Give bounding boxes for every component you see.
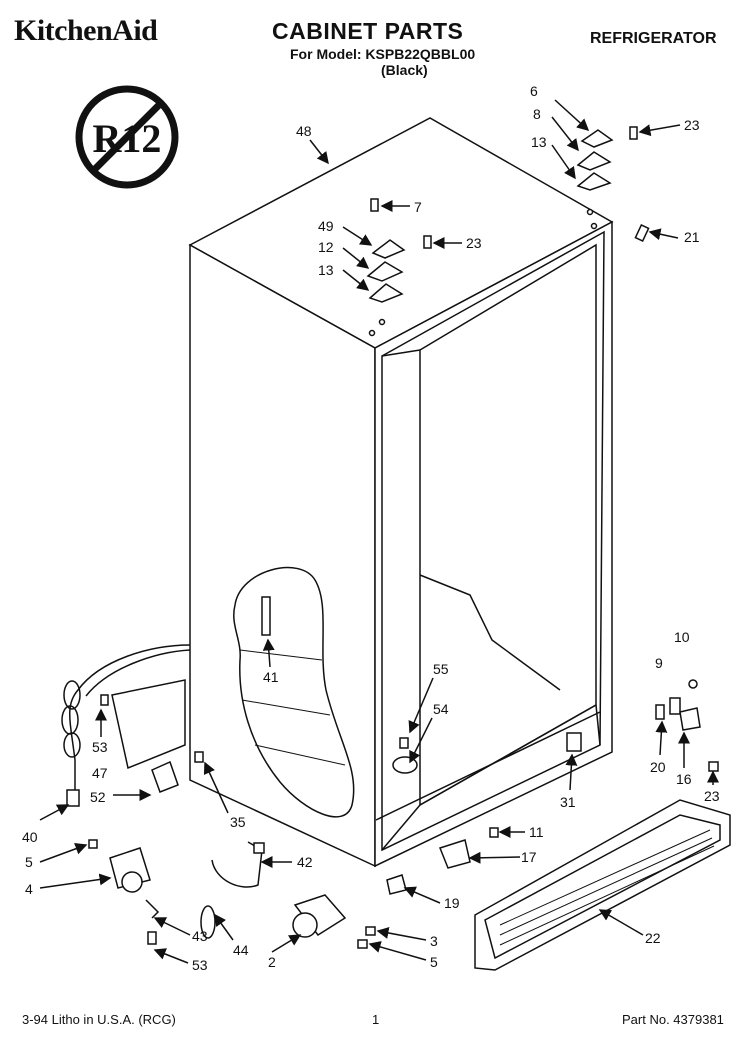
callout-16: 16 (676, 771, 692, 787)
callout-23-center: 23 (466, 235, 482, 251)
callout-47: 47 (92, 765, 108, 781)
page-title: CABINET PARTS (272, 18, 464, 44)
callout-42: 42 (297, 854, 313, 870)
callout-19: 19 (444, 895, 460, 911)
hinge-right (576, 126, 650, 243)
callout-12: 12 (318, 239, 334, 255)
footer-part-number: Part No. 4379381 (622, 1012, 724, 1027)
base-grille (474, 799, 731, 971)
callout-23-right: 23 (684, 117, 700, 133)
part-41-latch (261, 596, 271, 636)
callout-48: 48 (296, 123, 312, 139)
callout-54: 54 (433, 701, 449, 717)
callout-4: 4 (25, 881, 33, 897)
callout-22: 22 (645, 930, 661, 946)
model-line: For Model: KSPB22QBBL00 (290, 46, 476, 62)
callout-40: 40 (22, 829, 38, 845)
hinge-center (366, 198, 432, 337)
cabinet-body (188, 117, 614, 868)
callout-7: 7 (414, 199, 422, 215)
callout-10: 10 (674, 629, 690, 645)
callout-49: 49 (318, 218, 334, 234)
footer-page-number: 1 (372, 1012, 380, 1027)
callout-53-lower: 53 (192, 957, 208, 973)
callout-23-lower: 23 (704, 788, 720, 804)
bracket-assemblies (88, 679, 719, 949)
badge-text: R12 (93, 116, 162, 161)
footer-litho: 3-94 Litho in U.S.A. (RCG) (22, 1012, 176, 1027)
callout-9: 9 (655, 655, 663, 671)
callout-6: 6 (530, 83, 538, 99)
callout-labels: 48 6 8 13 23 7 49 12 13 23 21 10 9 41 55… (22, 83, 720, 973)
brand-logo: KitchenAid (14, 14, 158, 47)
callout-17: 17 (521, 849, 537, 865)
callout-8: 8 (533, 106, 541, 122)
callout-55: 55 (433, 661, 449, 677)
callout-5-lower: 5 (430, 954, 438, 970)
power-cord-assembly (61, 644, 191, 807)
side-cutout (233, 566, 355, 818)
callout-21: 21 (684, 229, 700, 245)
callout-43: 43 (192, 928, 208, 944)
callout-41: 41 (263, 669, 279, 685)
callout-52: 52 (90, 789, 106, 805)
category-label: REFRIGERATOR (590, 30, 717, 47)
callout-13-center: 13 (318, 262, 334, 278)
callout-44: 44 (233, 942, 249, 958)
callout-2: 2 (268, 954, 276, 970)
leader-lines (39, 99, 719, 964)
no-r12-badge: R12 (75, 85, 179, 189)
callout-20: 20 (650, 759, 666, 775)
callout-53-upper: 53 (92, 739, 108, 755)
variant-label: (Black) (381, 62, 428, 78)
callout-35: 35 (230, 814, 246, 830)
callout-31: 31 (560, 794, 576, 810)
callout-11: 11 (529, 824, 544, 840)
callout-3: 3 (430, 933, 438, 949)
callout-13-right: 13 (531, 134, 547, 150)
callout-5-upper: 5 (25, 854, 33, 870)
